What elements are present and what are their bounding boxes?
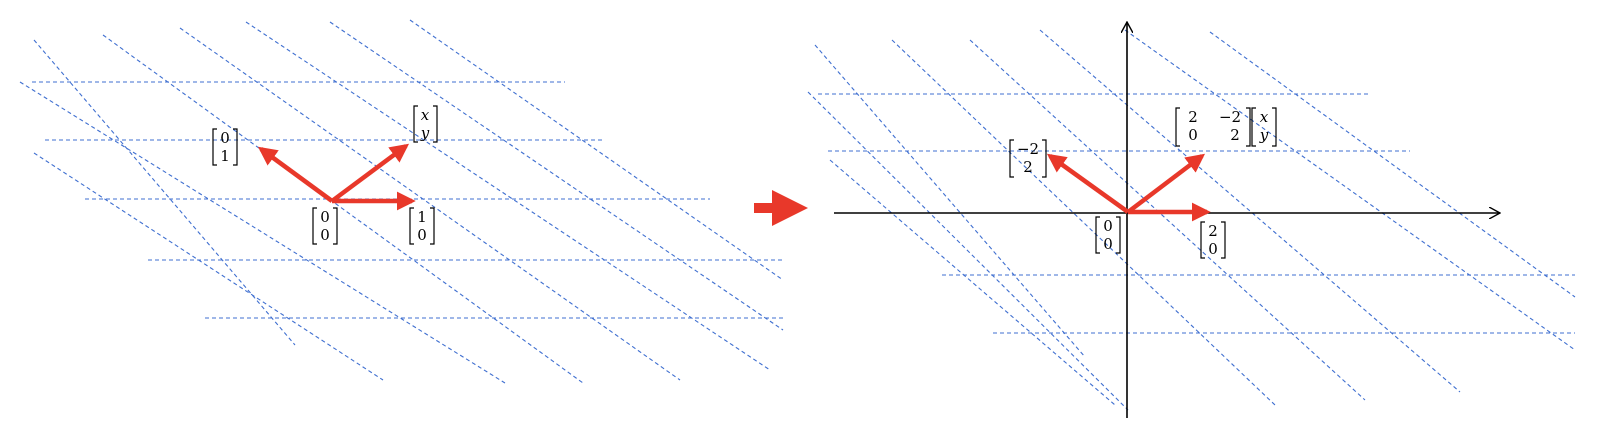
- right-v-image-vector: [1126, 153, 1206, 214]
- right-e1-image-top: 2: [1208, 222, 1218, 240]
- right-product-label: 2 −2 0 2 x y: [1175, 107, 1277, 147]
- left-panel: 0 0 1 0 0 1 x y: [19, 19, 784, 384]
- left-labels: 0 0 1 0 0 1 x y: [212, 105, 438, 245]
- transition-arrow-icon: [754, 190, 808, 226]
- left-e2-label: 0 1: [212, 128, 238, 166]
- right-grid-slanted-line: [829, 159, 1116, 406]
- left-grid-slanted-line: [329, 21, 784, 331]
- right-grid-slanted-line: [969, 39, 1366, 401]
- left-e2-vector: [257, 146, 334, 203]
- product-vector-y: y: [1259, 126, 1269, 144]
- left-grid-slanted-line: [409, 19, 784, 281]
- right-e1-image-bottom: 0: [1208, 240, 1218, 258]
- right-grid-slanted-line: [1209, 31, 1576, 298]
- left-grid-slanted-line: [19, 81, 506, 384]
- right-e2-image-top: −2: [1017, 140, 1039, 158]
- left-v-top: x: [421, 106, 430, 124]
- left-v-vector: [330, 143, 410, 203]
- right-origin-label: 0 0: [1095, 216, 1121, 254]
- right-grid-slanted-line: [807, 91, 1129, 411]
- left-e1-bottom: 0: [417, 226, 427, 244]
- left-vectors: [257, 143, 416, 211]
- product-vector-x: x: [1260, 108, 1269, 126]
- left-v-bottom: y: [420, 124, 430, 142]
- left-grid-slanted-line: [33, 152, 384, 381]
- matrix-entry-a21: 0: [1188, 126, 1198, 144]
- right-vectors: [1046, 153, 1211, 222]
- left-grid-slanted-line: [102, 34, 584, 384]
- right-e1-image-label: 2 0: [1200, 221, 1226, 259]
- left-grid-slanted-line: [33, 39, 296, 346]
- right-e2-image-bottom: 2: [1023, 158, 1033, 176]
- left-origin-label: 0 0: [312, 207, 338, 245]
- left-origin-bottom: 0: [320, 226, 330, 244]
- right-grid-slanted-line: [1039, 29, 1461, 393]
- right-panel: 0 0 2 0 −2 2 2 −2 0 2 x y: [807, 22, 1576, 418]
- right-labels: 0 0 2 0 −2 2 2 −2 0 2 x y: [1009, 107, 1277, 259]
- right-origin-bottom: 0: [1103, 235, 1113, 253]
- right-e2-image-label: −2 2: [1009, 139, 1047, 178]
- right-grid-slanted-line: [1124, 29, 1576, 351]
- left-v-label: x y: [413, 105, 438, 143]
- left-grid: [19, 19, 784, 384]
- left-e2-bottom: 1: [220, 147, 230, 165]
- right-origin-top: 0: [1103, 217, 1113, 235]
- matrix-entry-a11: 2: [1188, 108, 1198, 126]
- left-origin-top: 0: [320, 208, 330, 226]
- left-grid-slanted-line: [179, 27, 681, 381]
- matrix-entry-a12: −2: [1219, 108, 1241, 126]
- right-e2-image-vector: [1046, 153, 1130, 214]
- left-e1-top: 1: [417, 208, 427, 226]
- right-grid-slanted-line: [814, 44, 1086, 358]
- left-e2-top: 0: [220, 129, 230, 147]
- left-e1-label: 1 0: [409, 207, 435, 245]
- matrix-entry-a22: 2: [1230, 126, 1240, 144]
- right-grid: [807, 29, 1576, 411]
